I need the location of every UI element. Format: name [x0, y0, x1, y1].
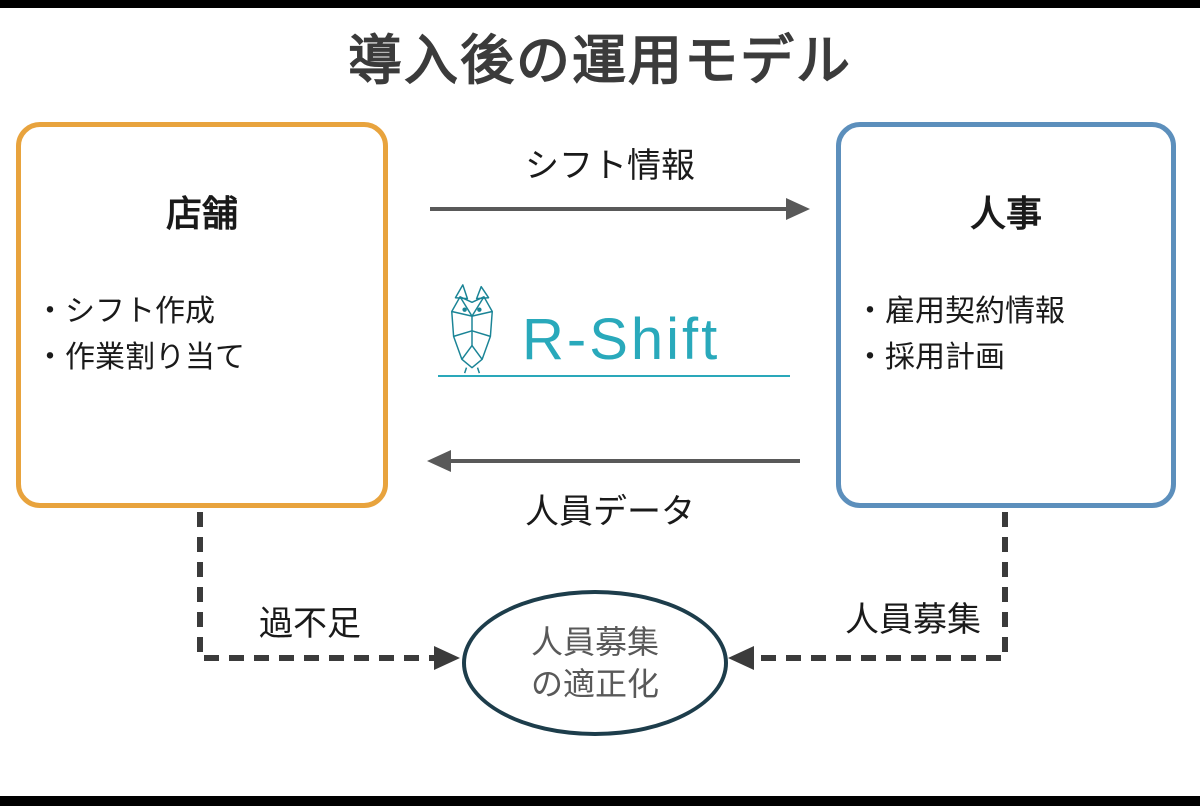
hr-box: 人事 ・雇用契約情報 ・採用計画: [836, 122, 1176, 508]
bottom-black-bar: [0, 796, 1200, 806]
r-shift-logo-text: R-Shift: [522, 307, 721, 372]
store-item-task-assign: ・作業割り当て: [35, 341, 245, 374]
personnel-data-label: 人員データ: [525, 493, 695, 531]
page-title: 導入後の運用モデル: [348, 31, 852, 91]
shortage-dashed-arrow: [197, 512, 460, 670]
owl-icon: [451, 284, 493, 374]
store-box: 店舗 ・シフト作成 ・作業割り当て: [16, 122, 388, 508]
store-box-title: 店舗: [165, 193, 238, 234]
shortage-label: 過不足: [259, 605, 361, 643]
hr-box-title: 人事: [969, 193, 1042, 234]
personnel-data-arrow: [427, 450, 800, 472]
goal-line-1: 人員募集: [530, 624, 659, 660]
top-black-bar: [0, 0, 1200, 8]
store-box-items: ・シフト作成 ・作業割り当て: [21, 289, 383, 381]
shift-info-arrow: [430, 198, 810, 220]
hr-box-items: ・雇用契約情報 ・採用計画: [841, 289, 1171, 381]
r-shift-logo: R-Shift: [438, 283, 790, 377]
shift-info-label: シフト情報: [525, 147, 695, 185]
store-item-shift-create: ・シフト作成: [35, 295, 215, 328]
recruiting-dashed-arrow: [728, 512, 1008, 670]
recruiting-label: 人員募集: [845, 601, 981, 639]
hr-item-contract-info: ・雇用契約情報: [855, 295, 1065, 328]
goal-line-2: の適正化: [530, 666, 659, 702]
goal-ellipse: 人員募集 の適正化: [462, 590, 728, 736]
hr-item-hiring-plan: ・採用計画: [855, 341, 1005, 374]
